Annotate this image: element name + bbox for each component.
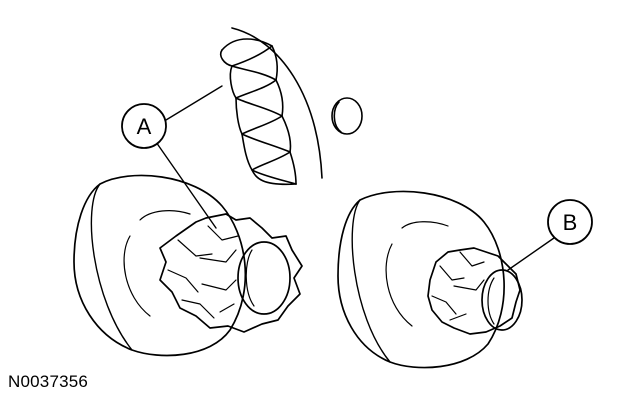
callout-b-label: B <box>563 210 578 235</box>
callout-b: B <box>507 199 593 271</box>
callout-a-circle <box>121 103 167 149</box>
callout-a: A <box>121 85 223 229</box>
callout-a-leader-lower <box>155 141 217 229</box>
drive-left-pinion <box>159 213 303 333</box>
callout-a-leader-upper <box>165 85 223 121</box>
callout-b-leader <box>507 237 555 271</box>
drive-right-pinion <box>427 247 521 335</box>
housing-hole <box>331 97 363 135</box>
figure-id-label: N0037356 <box>8 372 89 391</box>
drive-right-clutch-body <box>337 190 505 369</box>
drive-left-pinion-face <box>237 241 291 315</box>
starter-drive-right <box>337 190 523 369</box>
callout-a-label: A <box>137 114 152 139</box>
starter-drive-left <box>73 174 303 357</box>
housing-arc <box>231 27 323 179</box>
drive-left-clutch-body <box>73 174 247 357</box>
callout-b-circle <box>547 199 593 245</box>
ring-gear-teeth <box>219 38 297 186</box>
drive-right-pinion-face <box>481 269 523 331</box>
